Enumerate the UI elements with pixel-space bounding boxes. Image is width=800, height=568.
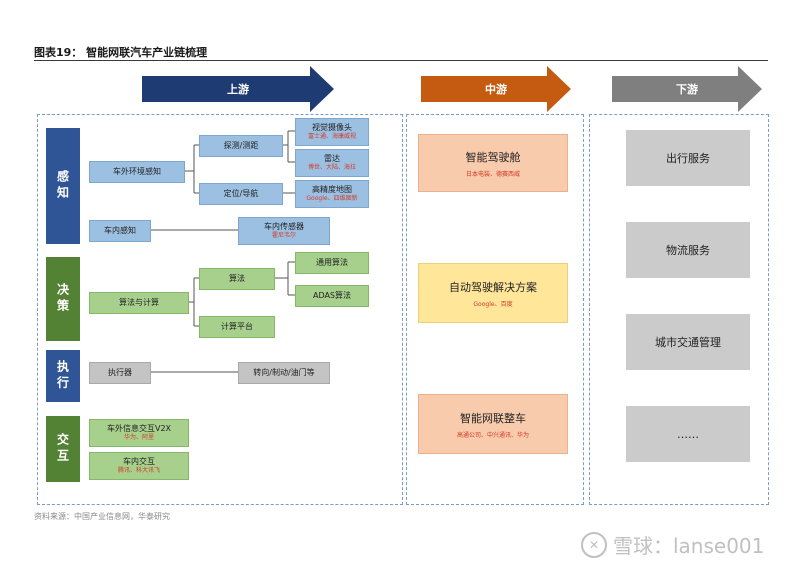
downstream-arrow: 下游	[612, 66, 762, 112]
node-positioning: 定位/导航	[199, 183, 283, 205]
title-divider	[34, 60, 768, 61]
down-label: 城市交通管理	[655, 336, 721, 349]
mid-connected-vehicle: 智能网联整车 高通公司、中兴通讯、华为	[418, 394, 568, 454]
node-sub: 华为、阿里	[123, 434, 154, 442]
node-label: 车外环境感知	[113, 167, 161, 176]
down-logistics: 物流服务	[626, 222, 750, 278]
category-execution: 执行	[46, 350, 80, 402]
down-more: ……	[626, 406, 750, 462]
node-label: 转向/制动/油门等	[253, 368, 315, 377]
node-label: 车内交互	[123, 457, 155, 467]
node-label: 执行器	[108, 368, 132, 377]
source-note: 资料来源：中国产业信息网，华泰研究	[34, 512, 170, 521]
node-adas-algo: ADAS算法	[295, 285, 369, 307]
watermark-text: 雪球：lanse001	[613, 534, 765, 558]
mid-autonomous-solution: 自动驾驶解决方案 Google、百度	[418, 263, 568, 323]
node-steer-brake: 转向/制动/油门等	[238, 362, 330, 384]
mid-label: 自动驾驶解决方案	[449, 280, 537, 294]
downstream-panel	[589, 114, 769, 505]
category-decision: 决策	[46, 257, 80, 341]
mid-sub: 日本电装、德赛西威	[465, 170, 520, 178]
down-city-traffic: 城市交通管理	[626, 314, 750, 370]
node-in-car-interact: 车内交互 腾讯、科大讯飞	[89, 452, 189, 480]
node-detect-range: 探测/测距	[199, 135, 283, 157]
snowball-logo-icon: ✕	[581, 531, 607, 558]
node-radar: 雷达 博世、大陆、海拉	[295, 149, 369, 177]
figure-title: 图表19： 智能网联汽车产业链梳理	[34, 46, 208, 59]
node-exterior-env: 车外环境感知	[89, 161, 185, 183]
mid-label: 智能驾驶舱	[465, 150, 521, 164]
upstream-arrow: 上游	[142, 66, 334, 112]
node-sub: 富士通、海康威视	[307, 133, 356, 141]
node-interior-sensor: 车内传感器 霍尼韦尔	[238, 217, 330, 245]
mid-cockpit: 智能驾驶舱 日本电装、德赛西威	[418, 134, 568, 192]
node-label: 视觉摄像头	[312, 123, 352, 133]
node-compute-platform: 计算平台	[199, 316, 275, 338]
node-label: 定位/导航	[223, 189, 259, 198]
node-label: 车外信息交互V2X	[106, 424, 172, 434]
node-interior-sense: 车内感知	[89, 220, 151, 242]
category-perception: 感知	[46, 128, 80, 244]
down-label: 物流服务	[666, 244, 710, 257]
node-sub: 腾讯、科大讯飞	[117, 467, 160, 475]
downstream-label: 下游	[676, 83, 698, 96]
node-general-algo: 通用算法	[295, 252, 369, 274]
node-label: 车内感知	[104, 226, 136, 235]
down-label: 出行服务	[666, 152, 710, 165]
mid-sub: 高通公司、中兴通讯、华为	[456, 431, 529, 439]
node-algorithm: 算法	[199, 268, 275, 290]
mid-label: 智能网联整车	[460, 411, 526, 425]
down-label: ……	[677, 427, 699, 441]
upstream-label: 上游	[227, 83, 249, 96]
node-algo-compute: 算法与计算	[89, 292, 189, 314]
mid-sub: Google、百度	[473, 300, 513, 308]
node-label: 高精度地图	[312, 185, 352, 195]
node-label: 探测/测距	[223, 141, 259, 150]
node-hd-map: 高精度地图 Google、四维图新	[295, 180, 369, 208]
node-label: 车内传感器	[264, 222, 304, 232]
midstream-arrow: 中游	[421, 66, 571, 112]
node-camera: 视觉摄像头 富士通、海康威视	[295, 118, 369, 146]
node-label: 通用算法	[316, 258, 348, 267]
node-v2x: 车外信息交互V2X 华为、阿里	[89, 419, 189, 447]
midstream-panel	[406, 114, 584, 505]
down-mobility: 出行服务	[626, 130, 750, 186]
node-label: 雷达	[324, 154, 340, 164]
node-label: 算法与计算	[119, 298, 159, 307]
node-sub: Google、四维图新	[306, 195, 358, 203]
node-actuator: 执行器	[89, 362, 151, 384]
node-sub: 博世、大陆、海拉	[307, 164, 356, 172]
midstream-label: 中游	[485, 83, 507, 96]
node-sub: 霍尼韦尔	[271, 232, 296, 240]
node-label: ADAS算法	[312, 291, 352, 300]
upstream-panel	[37, 114, 403, 505]
node-label: 计算平台	[221, 322, 253, 331]
category-interaction: 交互	[46, 416, 80, 482]
watermark: ✕ 雪球：lanse001	[581, 530, 764, 559]
node-label: 算法	[229, 274, 245, 283]
